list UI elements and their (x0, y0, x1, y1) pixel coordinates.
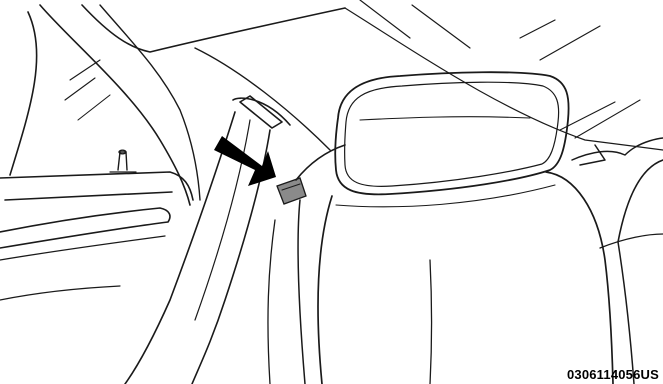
figure-code: 0306114056US (567, 367, 659, 382)
seatback-cushion (318, 172, 613, 384)
direction-arrow (214, 136, 276, 186)
seat-belt-webbing (125, 96, 290, 384)
seat-belt-clip (277, 178, 306, 204)
right-headrest (572, 138, 663, 384)
rear-headrest (335, 72, 568, 194)
seatback-left (268, 145, 345, 384)
door-panel (0, 172, 193, 300)
door-lock-post (110, 150, 136, 172)
roof-headliner (82, 0, 663, 150)
